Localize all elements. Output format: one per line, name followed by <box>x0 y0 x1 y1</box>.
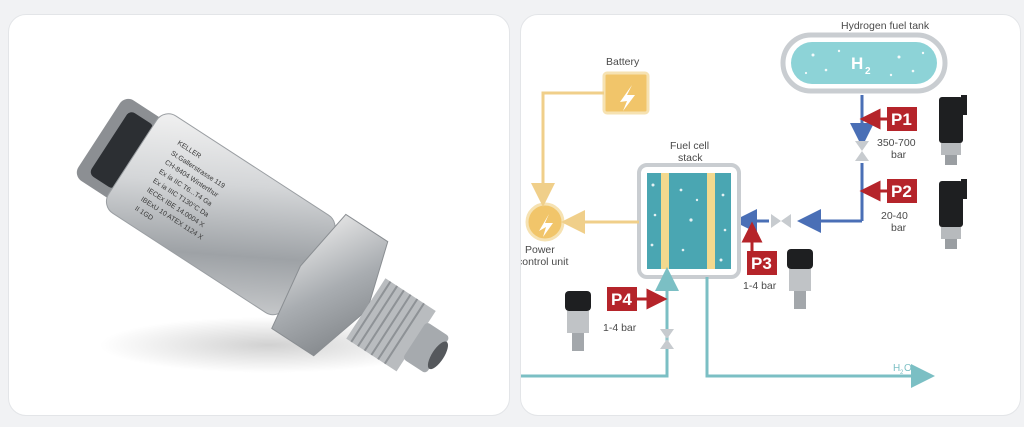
valve-icon <box>855 141 869 151</box>
sensor-p4-pictogram <box>565 291 591 351</box>
tank-gas-subscript: 2 <box>865 66 871 77</box>
sensor-p2-unit: bar <box>891 222 907 234</box>
valve-icon <box>660 329 674 339</box>
sensor-p3-pictogram <box>787 249 813 309</box>
water-label: H <box>893 363 900 374</box>
stack-label-2: stack <box>678 152 703 164</box>
air-line <box>521 267 679 378</box>
sensor-p4-range: 1-4 bar <box>603 322 637 334</box>
battery-label: Battery <box>606 56 640 68</box>
sensor-photo-panel: KELLER St.Gallerstrasse 119 CH-8404 Wint… <box>8 14 510 416</box>
sensor-p2-badge <box>887 179 917 203</box>
sensor-p1-unit: bar <box>891 149 907 161</box>
sensor-p4-badge <box>607 287 637 311</box>
pressure-transmitter-image: KELLER St.Gallerstrasse 119 CH-8404 Wint… <box>76 98 449 373</box>
sensor-p2-range: 20-40 <box>881 210 908 222</box>
water-subscript: 2 <box>900 370 904 376</box>
sensor-p3-id: P3 <box>751 254 772 273</box>
tank-gas-label: H <box>851 54 863 73</box>
fuel-cell-diagram: Hydrogen fuel tank H 2 Fuel cell stack <box>521 20 967 388</box>
sensor-p3-badge <box>747 251 777 275</box>
sensor-p2-id: P2 <box>891 182 912 201</box>
power-label-2: control unit <box>521 256 568 268</box>
sensor-p1-badge <box>887 107 917 131</box>
water-label-tail: O <box>904 363 912 374</box>
sensor-p1-pictogram <box>939 95 967 165</box>
sensor-p3-range: 1-4 bar <box>743 280 777 292</box>
sensor-p1-id: P1 <box>891 110 912 129</box>
sensor-p4-id: P4 <box>611 290 632 309</box>
tank-label: Hydrogen fuel tank <box>841 20 930 32</box>
sensor-p2-pictogram <box>939 179 967 249</box>
power-label-1: Power <box>525 244 555 256</box>
fuel-cell-diagram-panel: Hydrogen fuel tank H 2 Fuel cell stack <box>520 14 1021 416</box>
valve-icon <box>781 214 791 228</box>
stack-label-1: Fuel cell <box>670 140 709 152</box>
water-line <box>705 277 935 388</box>
sensor-p1-range: 350-700 <box>877 137 916 149</box>
